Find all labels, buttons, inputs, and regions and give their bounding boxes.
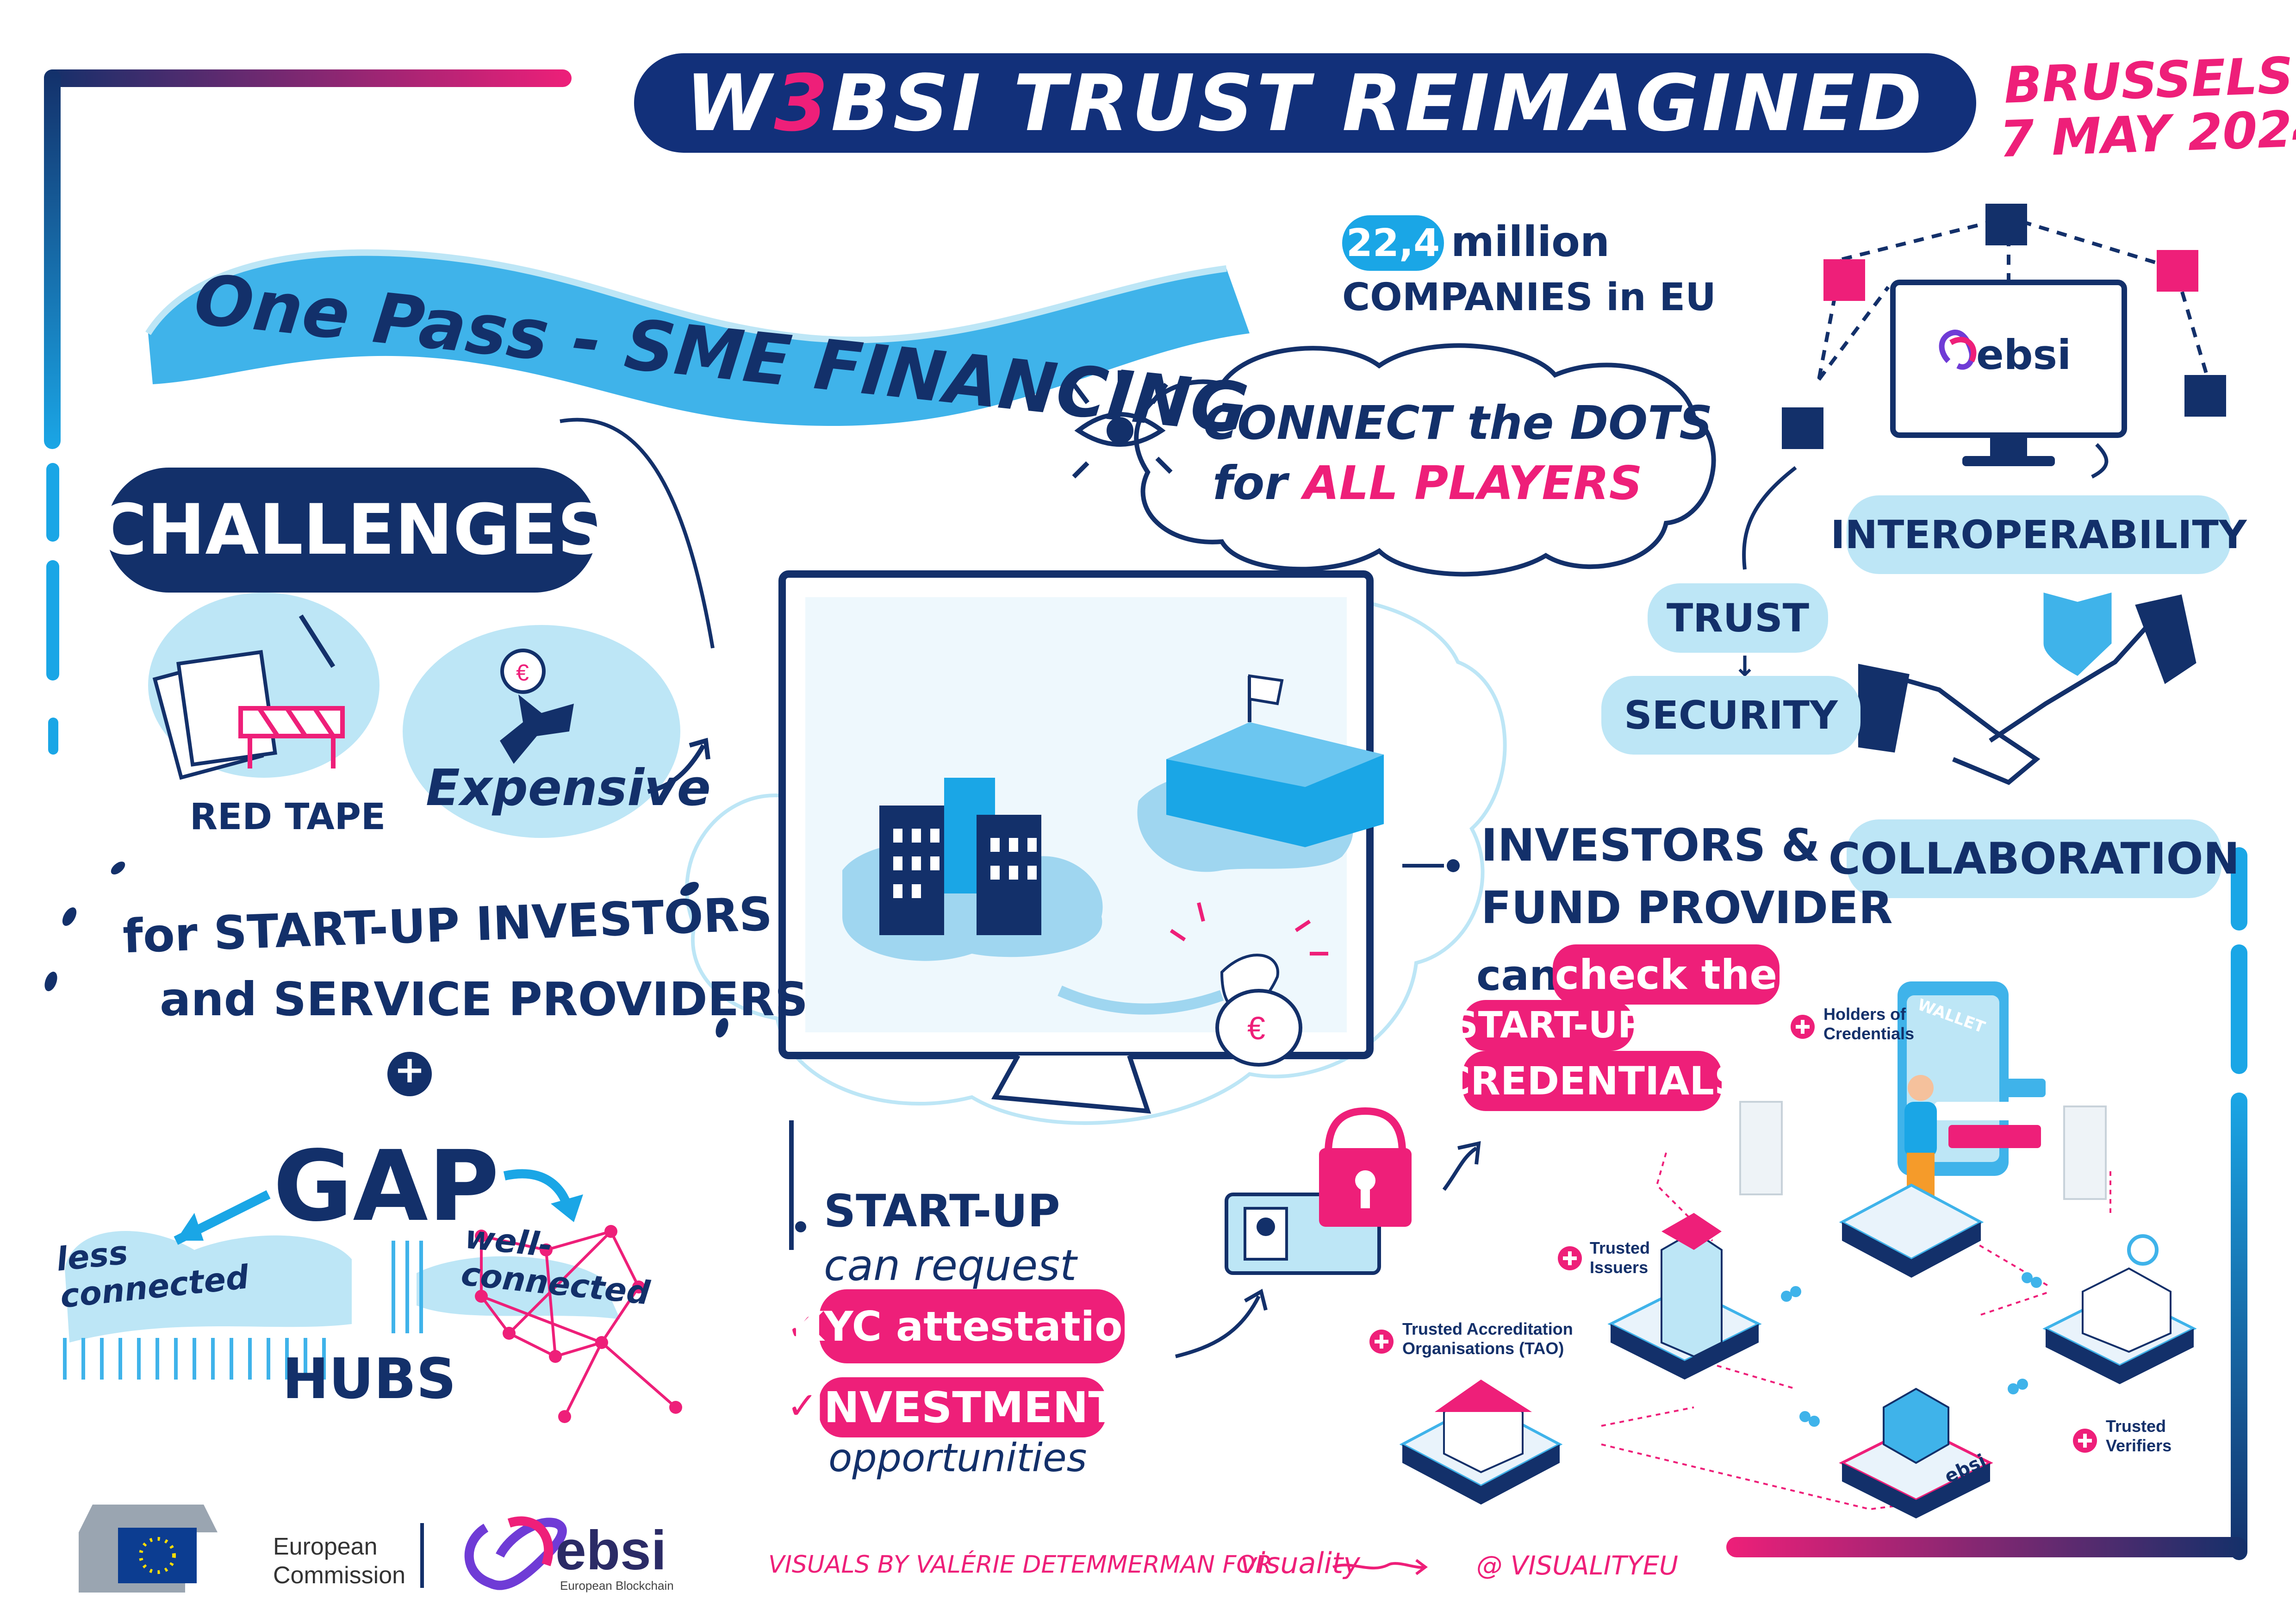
ebsi-screen-logo-mark — [1939, 330, 1977, 370]
stat-number: 22,4 — [1342, 215, 1444, 271]
connect-line2-prefix: for — [1213, 456, 1304, 510]
handshake-icon — [1858, 594, 2196, 785]
connect-cloud — [1134, 343, 1716, 577]
shield-check-icon — [1965, 593, 2112, 676]
expensive-label: Expensive — [426, 759, 711, 817]
startup-title: START-UP — [824, 1185, 1060, 1237]
tao-label: Trusted Accreditation Organisations (TAO… — [1402, 1319, 1573, 1358]
gap-title: GAP — [273, 1130, 499, 1243]
ec-name: European Commission — [273, 1532, 405, 1590]
plus-badge — [387, 1052, 432, 1096]
stat-unit: million — [1451, 218, 1610, 266]
opportunities-label: opportunities — [828, 1435, 1087, 1480]
challenges-title: CHALLENGES — [96, 468, 607, 593]
connect-line2-highlight: ALL PLAYERS — [1303, 456, 1643, 510]
monitor-illustration: € — [778, 570, 1384, 1114]
ebsi-network-illustration — [1742, 204, 2226, 570]
visuality-brand: visuality — [1240, 1546, 1360, 1580]
title-text-w: W — [685, 57, 774, 149]
kyc-check-icon: ✓ — [787, 1305, 818, 1349]
banner-wave — [148, 252, 1250, 426]
security-label: SECURITY — [1601, 676, 1860, 755]
investors-line2: FUND PROVIDER — [1481, 882, 1893, 934]
hubs-label: HUBS — [282, 1347, 456, 1412]
credentials-badge: CREDENTIALS — [1442, 1051, 1742, 1111]
ebsi-wordmark: ebsi — [555, 1519, 667, 1581]
ebsi-logo — [464, 1516, 567, 1590]
connect-line1: CONNECT the DOTS — [1203, 396, 1713, 450]
frame-bottom-right — [1726, 847, 2247, 1560]
title-text-rest: BSI TRUST REIMAGINED — [831, 57, 1925, 149]
expensive-arrow — [647, 744, 706, 794]
ebsi-screen-logo: ebsi — [1976, 331, 2072, 379]
trust-ecosystem-diagram — [1369, 981, 2197, 1518]
svg-text:€: € — [1247, 1010, 1265, 1046]
ebsi-subtitle: European Blockchain — [560, 1579, 674, 1593]
trusted-issuers-label: Trusted Issuers — [1590, 1238, 1650, 1277]
startup-badge: START-UP — [1452, 1000, 1644, 1051]
page-title: W3BSI TRUST REIMAGINED — [634, 53, 1976, 153]
interoperability-label: INTEROPERABILITY — [1830, 495, 2247, 574]
title-highlight-3: 3 — [774, 57, 831, 149]
trusted-verifiers-label: Trusted Verifiers — [2106, 1417, 2172, 1455]
stat-description: COMPANIES in EU — [1342, 275, 1716, 319]
ec-line2: Commission — [273, 1562, 406, 1589]
investment-badge: INVESTMENT — [808, 1377, 1117, 1437]
check-the-badge: check the — [1553, 944, 1780, 1005]
investors-line1: INVESTORS & — [1481, 819, 1820, 871]
credit-text: VISUALS BY VALÉRIE DETEMMERMAN FOR — [768, 1551, 1272, 1579]
lock-id-icon — [1225, 1107, 1412, 1275]
investment-check-icon: ✓ — [787, 1384, 818, 1427]
investors-can: can — [1476, 951, 1559, 1000]
startup-can-request: can request — [824, 1241, 1077, 1290]
ec-line1: European — [273, 1533, 378, 1560]
visuality-handle[interactable]: @ VISUALITYEU — [1476, 1551, 1678, 1581]
gap-illustration — [63, 1169, 682, 1423]
event-date: 7 MAY 2024 — [1998, 99, 2296, 169]
red-tape-icon — [152, 614, 345, 780]
trust-label: TRUST — [1648, 583, 1828, 653]
plus-icon: + — [394, 1048, 425, 1091]
red-tape-label: RED TAPE — [190, 796, 386, 838]
moneybag-man-icon: € — [500, 649, 574, 764]
frame-top-left — [44, 69, 572, 755]
holders-label: Holders of Credentials — [1823, 1005, 1915, 1043]
svg-text:€: € — [516, 660, 529, 686]
european-commission-logo — [79, 1505, 424, 1593]
audience-line2: and SERVICE PROVIDERS — [160, 972, 809, 1026]
eye-icon — [1072, 370, 1173, 479]
kyc-attestation-badge: KYC attestation — [792, 1289, 1151, 1363]
collaboration-label: COLLABORATION — [1829, 819, 2240, 898]
